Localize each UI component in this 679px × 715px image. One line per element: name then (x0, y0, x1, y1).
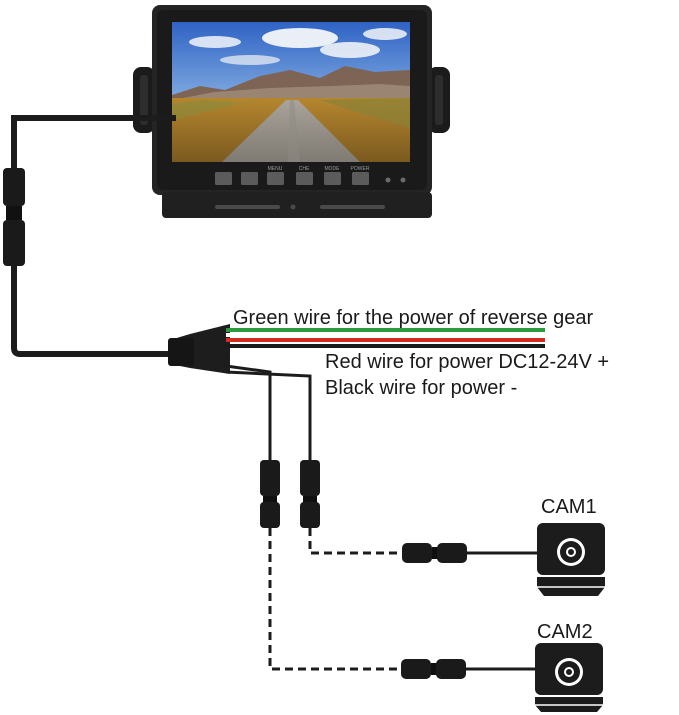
camera-branch-wires (225, 364, 312, 462)
camera-2 (535, 643, 603, 712)
branch-connector-cam1 (300, 460, 320, 528)
black-wire-label: Black wire for power - (325, 377, 518, 399)
monitor-mode-button[interactable] (324, 172, 341, 185)
monitor-button-label: MODE (325, 166, 341, 172)
monitor-button-strip: MENU CHE MODE POWER (215, 166, 406, 185)
red-wire-label: Red wire for power DC12-24V + (325, 351, 610, 373)
cam2-label: CAM2 (537, 621, 593, 643)
monitor-button[interactable] (215, 172, 232, 185)
wire-breakout-hub (168, 324, 230, 374)
inline-connector-cam2 (401, 659, 466, 679)
monitor-bracket (162, 192, 432, 218)
monitor-power-button[interactable] (352, 172, 369, 185)
monitor-button-label: CHE (299, 166, 310, 172)
monitor-che-button[interactable] (296, 172, 313, 185)
monitor-ir-sensor (385, 177, 391, 183)
extension-cable-cam2 (268, 528, 536, 671)
power-wires (226, 328, 545, 348)
monitor-button-label: POWER (351, 166, 370, 172)
monitor-cable-connector (3, 168, 25, 266)
monitor: MENU CHE MODE POWER (133, 5, 450, 218)
monitor-menu-button[interactable] (267, 172, 284, 185)
extension-cable-cam1 (308, 528, 538, 555)
monitor-button-label: MENU (268, 166, 283, 172)
green-wire-label: Green wire for the power of reverse gear (233, 307, 594, 329)
monitor-led-indicator (400, 177, 406, 183)
monitor-screen (172, 22, 410, 162)
camera-1 (537, 523, 605, 596)
branch-connector-cam2 (260, 460, 280, 528)
monitor-cable (11, 115, 176, 357)
monitor-button[interactable] (241, 172, 258, 185)
inline-connector-cam1 (402, 543, 467, 563)
cam1-label: CAM1 (541, 496, 597, 518)
